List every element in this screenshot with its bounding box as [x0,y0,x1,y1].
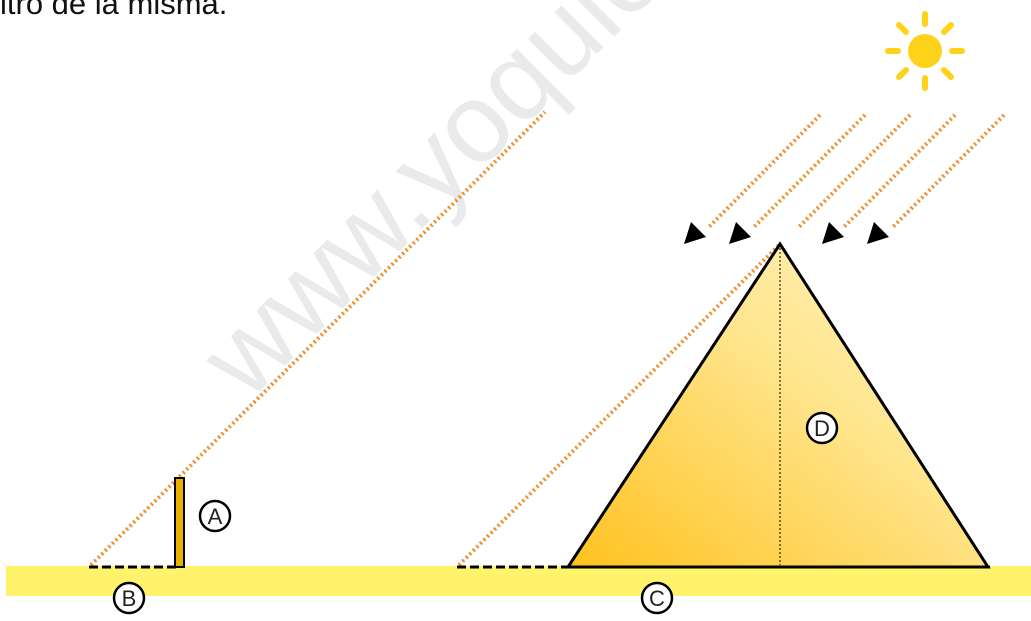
svg-text:D: D [814,416,830,441]
pyramid-shadow-ray [457,242,782,567]
sun-ray [890,113,1006,230]
label-c: C [640,581,674,615]
sun-ray [796,113,912,230]
sun-ray [706,113,822,230]
stick-shadow-ray [89,110,547,567]
arrowhead [684,222,706,244]
pyramid [565,241,991,569]
sun-icon [885,11,965,91]
svg-text:A: A [208,504,223,529]
ground [6,566,1031,596]
caption-text: itro de la misma. [0,0,228,21]
svg-text:C: C [649,586,665,611]
sun-rays [706,113,1006,230]
label-a: A [198,499,232,533]
sun-ray [841,113,957,230]
label-d: D [805,411,839,445]
arrowhead [867,222,889,244]
stick [174,477,185,568]
arrowhead [729,222,751,244]
arrowhead [822,222,844,244]
label-b: B [112,581,146,615]
sun-ray [751,113,867,230]
svg-text:B: B [122,586,137,611]
ray-arrowheads [684,222,889,244]
